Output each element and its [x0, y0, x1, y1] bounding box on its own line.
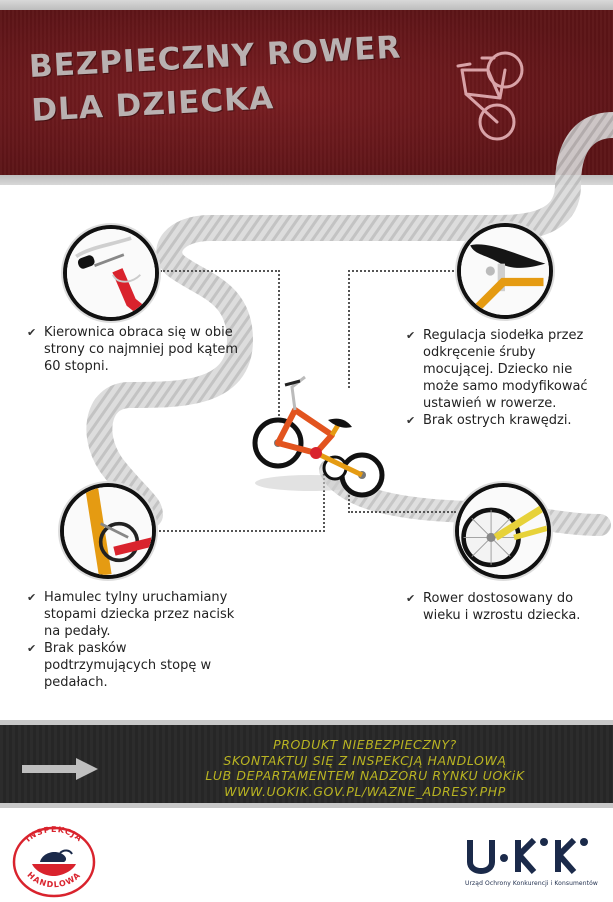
- feature-item: ✔ Kierownica obraca się w obie strony co…: [27, 324, 252, 375]
- uokik-logo: [467, 837, 588, 874]
- feature-size: ✔ Rower dostosowany do wieku i wzrostu d…: [406, 590, 601, 624]
- feature-brake: ✔ Hamulec tylny uruchamiany stopami dzie…: [27, 589, 237, 691]
- feature-item: ✔ Rower dostosowany do wieku i wzrostu d…: [406, 590, 601, 624]
- check-icon: ✔: [406, 329, 416, 342]
- feature-text: Regulacja siodełka przez odkręcenie śrub…: [423, 328, 588, 411]
- feature-text: Kierownica obraca się w obie strony co n…: [44, 325, 239, 374]
- connector-top-left: [160, 270, 280, 420]
- training-wheel-detail-image: [455, 483, 551, 579]
- feature-saddle: ✔ Regulacja siodełka przez odkręcenie śr…: [406, 327, 606, 429]
- header-banner: BEZPIECZNY ROWER DLA DZIECKA: [0, 0, 613, 185]
- feature-item: ✔ Hamulec tylny uruchamiany stopami dzie…: [27, 589, 237, 640]
- inspekcja-handlowa-logo: INSPEKCJA HANDLOWA: [12, 825, 96, 898]
- check-icon: ✔: [406, 414, 416, 427]
- child-bicycle-image: [252, 375, 385, 498]
- feature-text: Hamulec tylny uruchamiany stopami dzieck…: [44, 590, 235, 639]
- connector-top-right: [348, 270, 458, 388]
- bicycle-icon: [456, 51, 524, 141]
- feature-item: ✔ Brak ostrych krawędzi.: [406, 412, 606, 429]
- check-icon: ✔: [27, 326, 37, 339]
- feature-text: Rower dostosowany do wieku i wzrostu dzi…: [423, 591, 581, 623]
- connector-bottom-left: [150, 470, 325, 532]
- check-icon: ✔: [27, 642, 37, 655]
- contact-line-1: PRODUKT NIEBEZPIECZNY?: [273, 737, 457, 752]
- contact-text: PRODUKT NIEBEZPIECZNY? SKONTAKTUJ SIĘ Z …: [150, 737, 580, 799]
- contact-line-2: SKONTAKTUJ SIĘ Z INSPEKCJĄ HANDLOWĄ: [223, 752, 507, 768]
- feature-item: ✔ Regulacja siodełka przez odkręcenie śr…: [406, 327, 606, 412]
- check-icon: ✔: [406, 592, 416, 605]
- feature-item: ✔ Brak pasków podtrzymujących stopę w pe…: [27, 640, 237, 691]
- contact-banner: PRODUKT NIEBEZPIECZNY? SKONTAKTUJ SIĘ Z …: [0, 720, 613, 808]
- connector-bottom-right: [348, 475, 456, 513]
- saddle-detail-image: [457, 223, 553, 319]
- arrow-right-icon: [22, 758, 98, 780]
- handlebar-detail-image: [63, 225, 159, 321]
- contact-url-link[interactable]: WWW.UOKIK.GOV.PL/WAZNE_ADRESY.PHP: [224, 783, 506, 799]
- feature-text: Brak pasków podtrzymujących stopę w peda…: [44, 641, 212, 690]
- check-icon: ✔: [27, 591, 37, 604]
- uokik-caption: Urząd Ochrony Konkurencji i Konsumentów: [465, 880, 598, 887]
- rear-brake-detail-image: [60, 483, 156, 579]
- feature-text: Brak ostrych krawędzi.: [423, 413, 572, 428]
- contact-line-3: LUB DEPARTAMENTEM NADZORU RYNKU UOKiK: [205, 768, 525, 783]
- feature-handlebar: ✔ Kierownica obraca się w obie strony co…: [27, 324, 252, 375]
